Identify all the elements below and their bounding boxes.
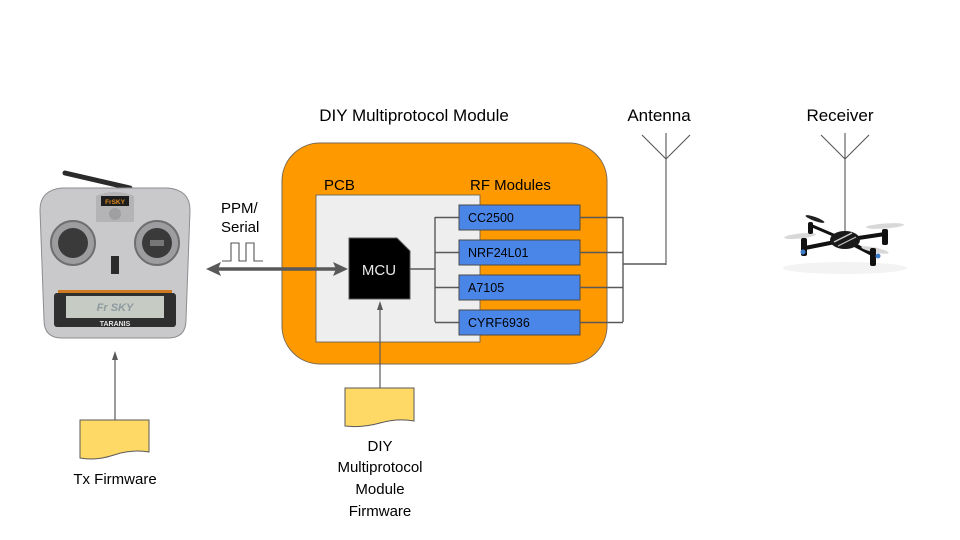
rf-module-label: NRF24L01 <box>468 246 528 260</box>
tx-firmware-document-icon <box>79 419 150 460</box>
receiver-label: Receiver <box>806 106 873 125</box>
receiver-antenna-icon <box>820 133 870 236</box>
rf-module-label: CC2500 <box>468 211 514 225</box>
module-firmware-label-2: Multiprotocol <box>337 459 422 476</box>
pcb-label: PCB <box>324 177 355 194</box>
mcu-label: MCU <box>362 262 396 279</box>
svg-text:Fr SKY: Fr SKY <box>97 302 135 314</box>
module-firmware-document-icon <box>344 387 415 428</box>
arrow-right-icon <box>333 262 348 276</box>
rf-modules-label: RF Modules <box>470 177 551 194</box>
pulse-waveform-icon <box>222 242 263 262</box>
rf-module-cyrf6936: CYRF6936 <box>435 309 623 336</box>
module-firmware-label-1: DIY <box>367 438 392 455</box>
module-title: DIY Multiprotocol Module <box>319 106 509 125</box>
quadcopter-drone-icon <box>783 215 907 274</box>
antenna-label: Antenna <box>627 106 691 125</box>
mcu-chip <box>348 237 411 300</box>
tx-firmware-label: Tx Firmware <box>73 471 156 488</box>
rf-module-box <box>458 309 581 336</box>
module-firmware-label-3: Module <box>355 481 404 498</box>
svg-text:TARANIS: TARANIS <box>100 321 131 328</box>
arrow-up-icon <box>377 301 383 310</box>
rf-module-label: CYRF6936 <box>468 316 530 330</box>
svg-text:FrSKY: FrSKY <box>105 199 126 206</box>
rf-module-nrf24l01: NRF24L01 <box>435 239 623 266</box>
taranis-transmitter-icon: FrSKY Fr SKY TARANIS <box>39 170 191 339</box>
rf-module-label: A7105 <box>468 281 504 295</box>
arrow-left-icon <box>206 262 221 276</box>
arrow-up-icon <box>112 351 118 360</box>
signal-label-line1: PPM/ <box>221 200 259 217</box>
rf-module-cc2500: CC2500 <box>435 204 623 231</box>
module-firmware-label-4: Firmware <box>349 503 412 520</box>
antenna-icon <box>641 133 691 265</box>
rf-module-a7105: A7105 <box>435 274 623 301</box>
signal-label-line2: Serial <box>221 219 259 236</box>
